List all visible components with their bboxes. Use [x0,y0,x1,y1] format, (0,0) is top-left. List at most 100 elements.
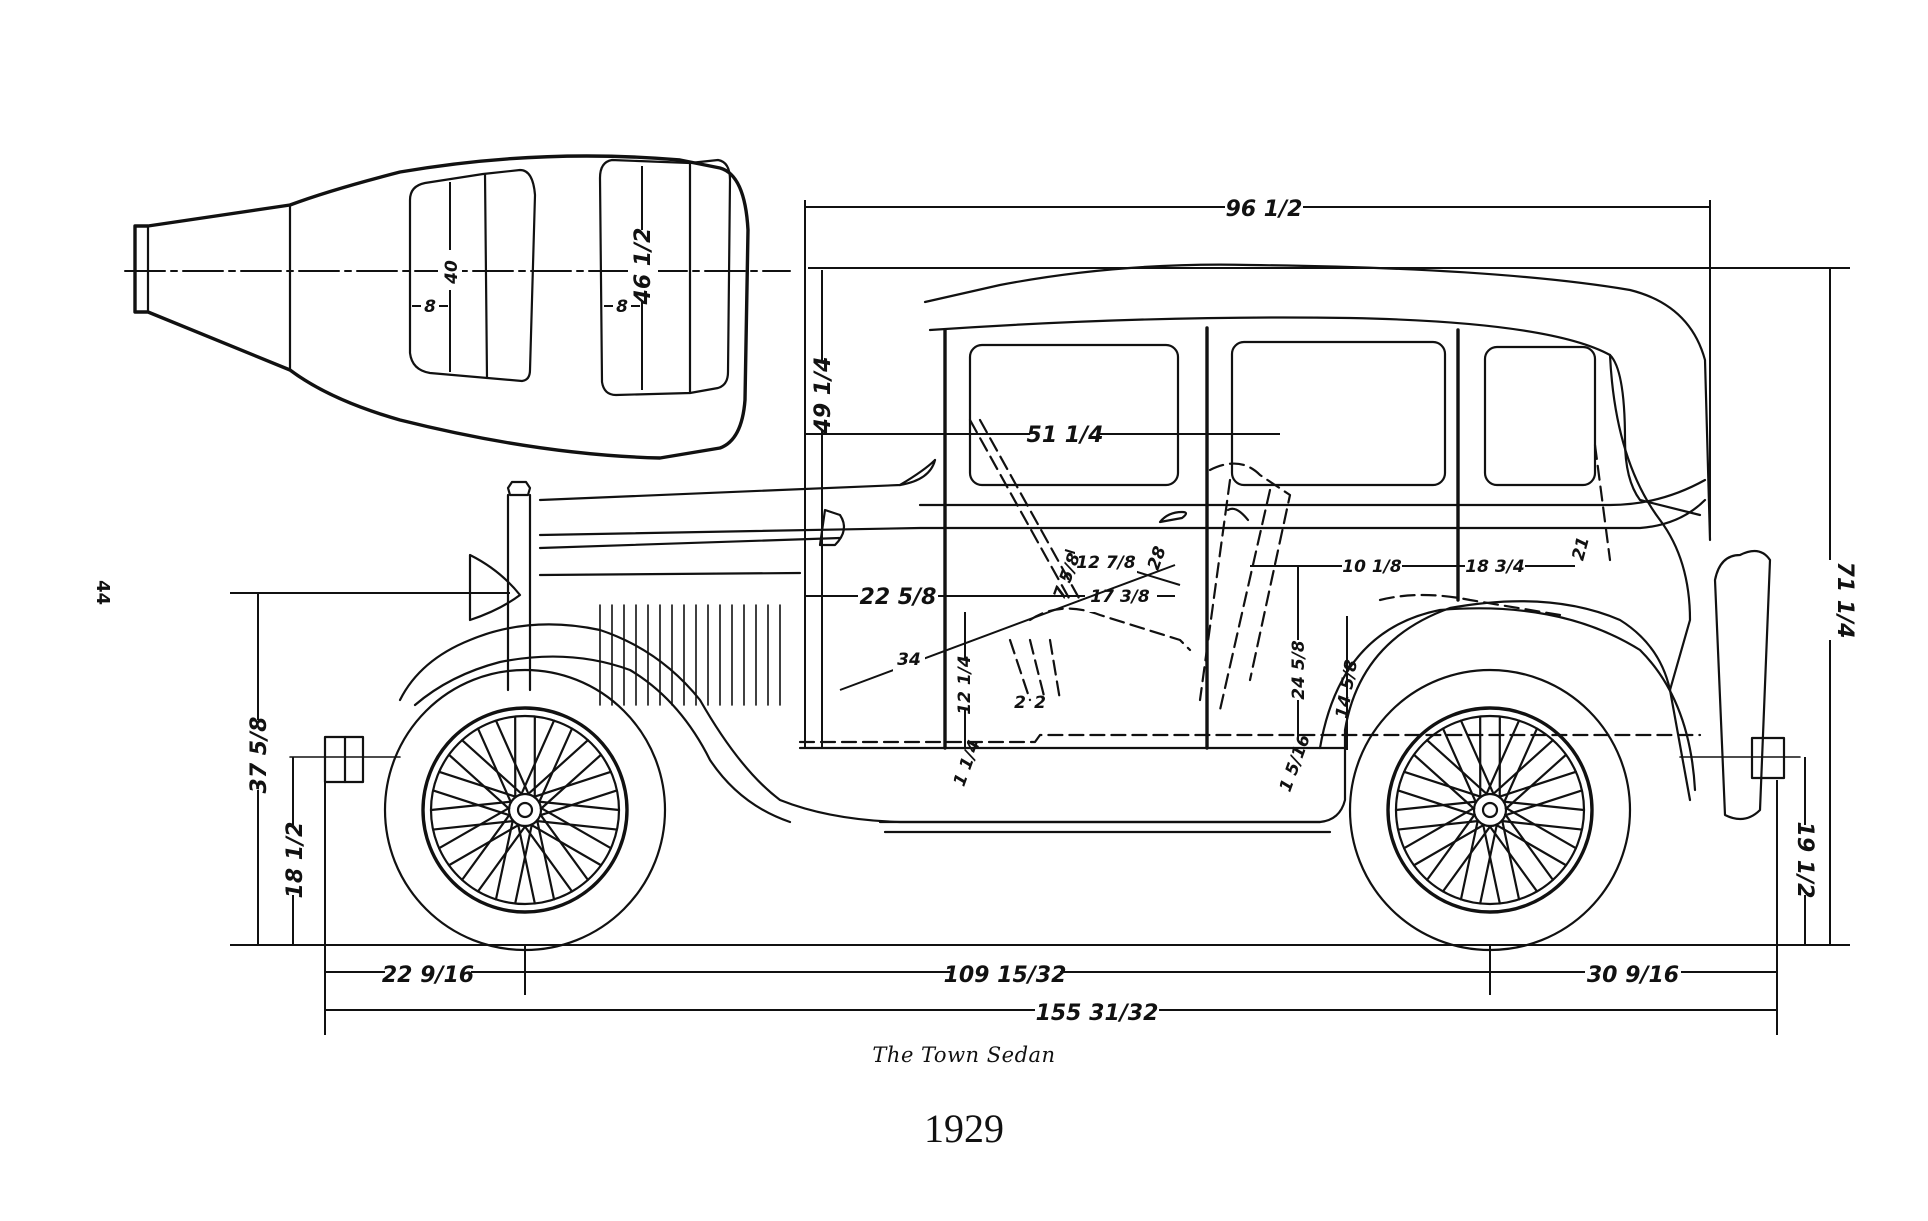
wheel-spoke [1501,819,1521,901]
dim-rear-bumper-center: 19 1/2 [1792,822,1817,899]
belt-line-upper [918,478,1707,507]
spare-tire [1713,549,1772,821]
roof-rail [928,316,1702,517]
plan-view: 40 8 46 1/2 8 [124,154,791,460]
hood-lower [538,536,842,550]
wheel-spoke [526,739,589,796]
front-bumper [289,735,401,784]
belt-line-lower [538,498,1707,537]
wheel-spoke [535,819,619,831]
wheel-spoke [1459,819,1479,901]
wheel-spoke [1441,824,1492,893]
model-year: 1929 [924,1106,1004,1151]
wheel-spoke [461,739,524,796]
running-board [878,820,1332,834]
wheel-spoke [1403,770,1483,798]
rear-door-window [1230,340,1447,487]
rear-wheel-spokes [1394,715,1586,905]
wheel-spoke [1491,739,1554,796]
dim-front-seat-height: 7 5/8 [1050,550,1085,602]
wheel-spoke [523,824,574,893]
plan-rear-seat [598,158,732,397]
dim-front-seat-back: 12 7/8 [1076,553,1136,573]
wheel-spoke [1503,789,1584,817]
wheel-spoke [537,800,621,812]
dim-front-seat-cushion: 17 3/8 [1090,587,1150,607]
dim-front-overhang: 22 9/16 [382,963,474,988]
wheel-spoke [1403,806,1476,850]
wheel-spoke [1497,770,1577,798]
wheel-spoke [1504,753,1568,810]
windshield-post [898,458,937,487]
dim-cowl-to-front-seat: 22 5/8 [860,585,937,610]
wheel-spoke [539,753,603,810]
dim-floor-step: 1 1/4 [950,737,985,789]
wheel-spoke [1396,789,1477,817]
wheel-spoke [1504,806,1577,850]
roof-outline [923,263,1712,542]
wheel-spoke [1482,823,1501,905]
wheel-spoke [538,789,619,817]
dim-cowl-height: 49 1/4 [811,357,836,435]
wheel-spoke [536,819,556,901]
headlamp [468,553,522,622]
plan-front-seat-width-label: 40 [442,260,462,285]
wheel-spoke [539,813,589,881]
dim-cowl-to-rear-seat: 51 1/4 [1027,423,1104,448]
wheel-spoke [1426,739,1489,796]
dim-rear-headroom: 21 [1568,535,1593,563]
front-wheel-spokes [429,715,621,905]
wheel-spoke [1500,819,1584,831]
steering-column [968,418,1082,602]
front-door-handle [1158,510,1188,524]
plan-body-outline [133,154,750,460]
hood-bottom [538,571,802,577]
dim-overall-height: 71 1/4 [1832,562,1857,639]
wheel-spoke [431,789,512,817]
pedals [1008,638,1062,702]
wheel-spoke [1459,719,1495,796]
dim-front-bumper-center: 18 1/2 [283,822,308,899]
drawing-caption: The Town Sedan [872,1043,1056,1067]
dim-rear-legroom: 18 3/4 [1465,557,1524,577]
dimension-lines: 96 1/2 71 1/4 49 1/4 51 1/4 22 5/8 17 3/… [230,190,1857,1035]
rear-wheel [1348,668,1632,952]
front-cushion-outline [1028,607,1192,652]
plan-rear-seat-depth-label: 8 [616,297,628,317]
front-window [968,343,1180,487]
plan-front-seat-depth-label: 8 [424,297,436,317]
front-fender [398,600,1692,824]
floor-line-dashed [798,733,1702,744]
dim-steering: 34 [897,650,921,670]
dim-pedal-spacing-1: 2 [1014,693,1026,713]
wheel-spoke [461,813,511,881]
wheel-spoke [476,824,527,893]
dim-rear-overhang: 30 9/16 [1587,963,1679,988]
wheel-spoke [1488,824,1539,893]
wheel-spoke [447,823,520,867]
wheel-spoke [1426,813,1476,881]
rear-door-handle [1226,507,1250,522]
side-view [289,263,1801,952]
wheel-spoke [1396,819,1480,831]
wheel-spoke [1479,823,1498,905]
rear-quarter [1608,353,1692,692]
wheel-spoke [494,719,530,796]
quarter-window [1483,345,1597,487]
wheel-spoke [1394,800,1478,812]
wheel-spoke [1504,813,1554,881]
dim-rear-seat-height: 24 5/8 [1289,640,1309,700]
wheel-spoke [1441,727,1478,804]
dim-rear-seat-cushion: 10 1/8 [1342,557,1402,577]
dim-overall-length: 155 31/32 [1036,1001,1159,1026]
dim-wheelbase: 109 15/32 [944,963,1067,988]
hood-line [538,458,937,502]
plan-front-seat [408,168,537,383]
wheel-spoke [1495,823,1568,867]
wheel-spoke [447,753,511,810]
page-number: 44 [92,579,114,606]
rear-fender [1318,607,1697,792]
front-seat-back-outline [1198,462,1292,712]
wheel-spoke [1412,753,1476,810]
dim-cowl-to-rear: 96 1/2 [1226,197,1303,222]
